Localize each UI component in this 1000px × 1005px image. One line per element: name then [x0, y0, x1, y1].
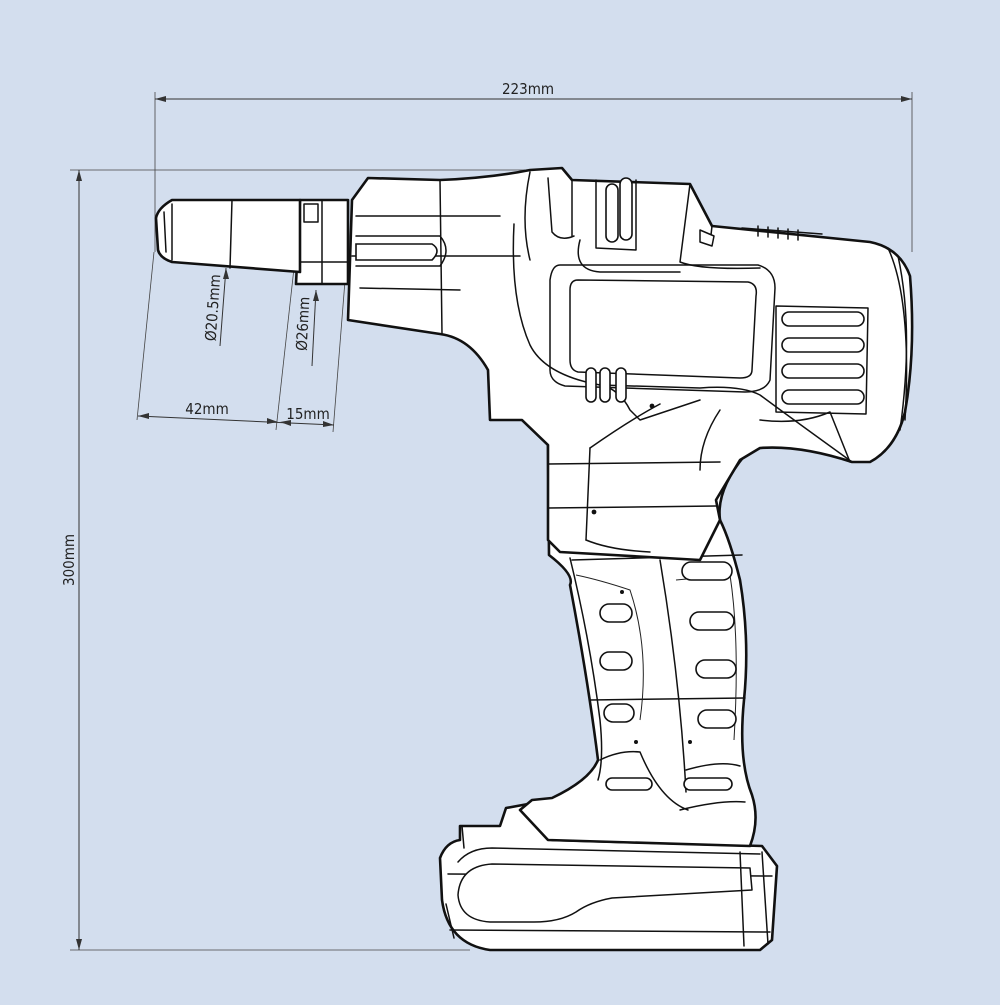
- nose-collar-length-label: 15mm: [286, 405, 329, 423]
- dimension-nose-lengths: 42mm 15mm: [136, 251, 347, 433]
- grip-pads: [599, 561, 737, 791]
- screw-dot: [591, 509, 597, 515]
- nose-tip: [154, 198, 302, 274]
- overall-height-label: 300mm: [60, 534, 78, 586]
- top-vent-slots: [595, 177, 637, 251]
- display-panel: [549, 264, 776, 393]
- overall-length-label: 223mm: [502, 80, 554, 98]
- nose-tip-length-label: 42mm: [185, 400, 228, 418]
- nose-collar-diameter-label: Ø26mm: [293, 296, 314, 351]
- barrel-slot: [355, 235, 447, 267]
- dimension-overall-length: 223mm: [154, 80, 913, 252]
- dimension-overall-height: 300mm: [60, 169, 525, 951]
- trigger-area-slots: [585, 367, 627, 403]
- screw-dot: [649, 403, 655, 409]
- nose-tip-diameter-label: Ø20.5mm: [202, 274, 225, 342]
- top-ribs: [741, 225, 823, 241]
- battery-pack: [438, 802, 779, 952]
- dimension-nose-diameters: Ø20.5mm Ø26mm: [202, 267, 319, 367]
- nose-collar: [294, 198, 350, 286]
- side-vent-slots: [775, 305, 869, 415]
